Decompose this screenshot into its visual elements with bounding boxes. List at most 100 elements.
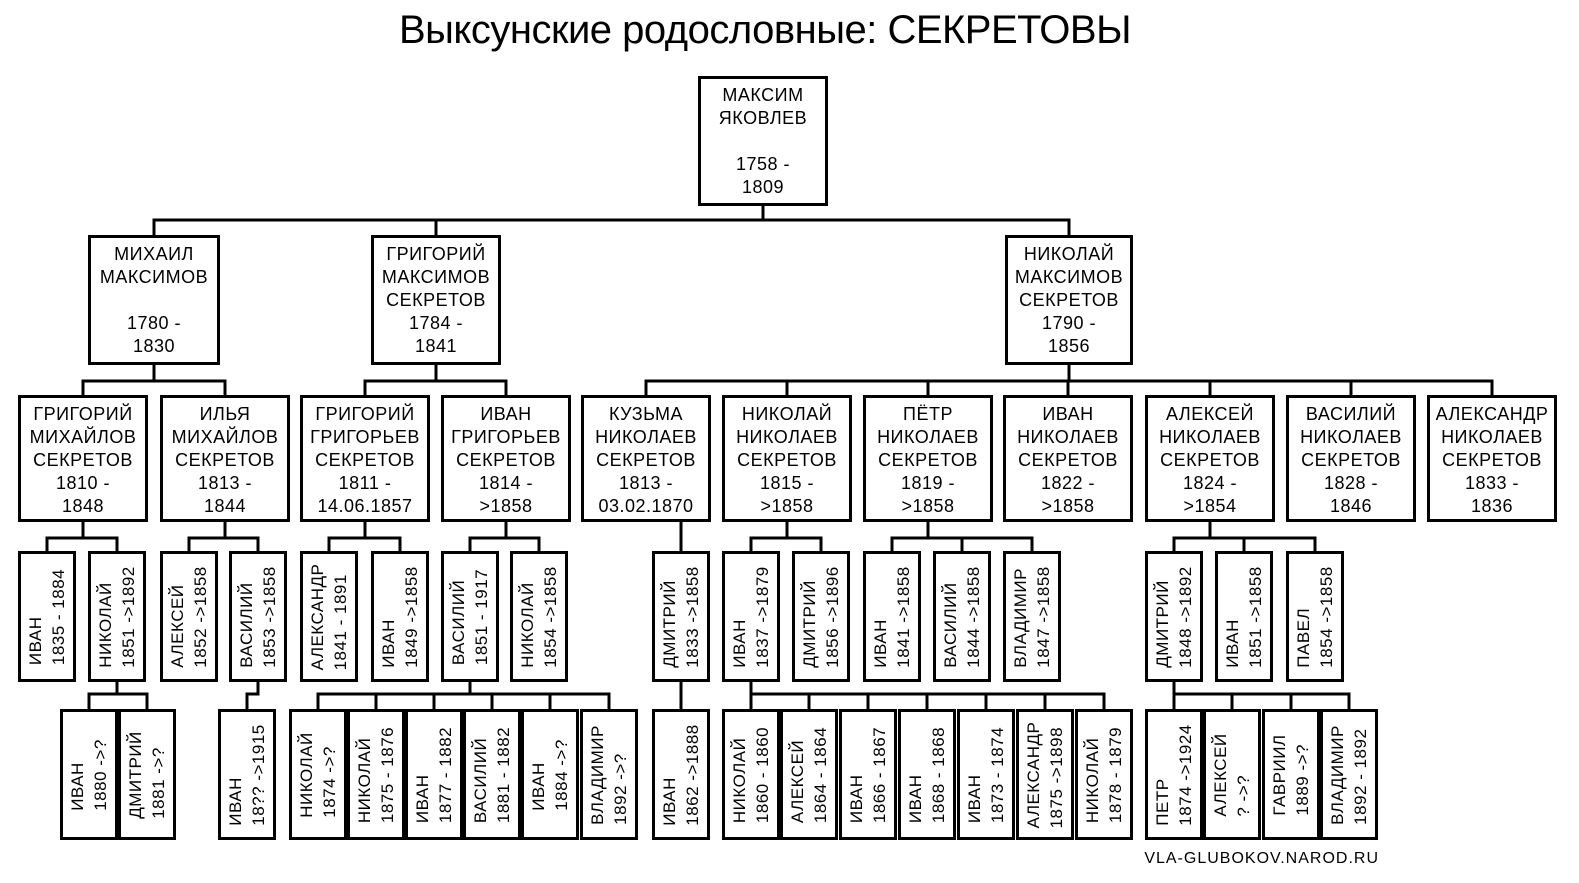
person-box-gen4: ИВАН 1866 - 1867: [839, 709, 897, 840]
person-box-gen2: КУЗЬМА НИКОЛАЕВ СЕКРЕТОВ 1813 - 03.02.18…: [581, 395, 711, 522]
person-box-gen4: ИВАН 1868 - 1868: [898, 709, 956, 840]
person-label: ГРИГОРИЙ МИХАЙЛОВ СЕКРЕТОВ 1810 - 1848: [29, 404, 137, 516]
person-box-gen4: ИВАН 1873 - 1874: [957, 709, 1015, 840]
person-label: ИВАН 1866 - 1867: [847, 726, 889, 823]
person-box-gen3: НИКОЛАЙ 1854 ->1858: [510, 551, 568, 682]
person-box-gen1: МИХАИЛ МАКСИМОВ 1780 - 1830: [88, 235, 220, 365]
person-box-gen2: НИКОЛАЙ НИКОЛАЕВ СЕКРЕТОВ 1815 - >1858: [722, 395, 852, 522]
diagram-title: Выксунские родословные: СЕКРЕТОВЫ: [398, 8, 1132, 52]
person-box-gen3: ВЛАДИМИР 1847 ->1858: [1003, 551, 1061, 682]
person-box-gen4: НИКОЛАЙ 1860 - 1860: [722, 709, 780, 840]
person-box-gen4: НИКОЛАЙ 1874 ->?: [289, 709, 347, 840]
person-label: ВАСИЛИЙ 1851 - 1917: [449, 568, 491, 665]
person-label: ПЁТР НИКОЛАЕВ СЕКРЕТОВ 1819 - >1858: [877, 404, 979, 516]
person-box-gen1: ГРИГОРИЙ МАКСИМОВ СЕКРЕТОВ 1784 - 1841: [371, 235, 501, 365]
person-box-gen4: ВЛАДИМИР 1892 - 1892: [1320, 709, 1378, 840]
person-label: НИКОЛАЙ 1878 - 1879: [1083, 726, 1125, 823]
person-label: ИВАН 1849 ->1858: [379, 565, 421, 668]
person-label: ИВАН 1837 ->1879: [730, 565, 772, 668]
person-box-gen3: ДМИТРИЙ 1833 ->1858: [652, 551, 710, 682]
person-label: ИЛЬЯ МИХАЙЛОВ СЕКРЕТОВ 1813 - 1844: [171, 404, 279, 516]
person-label: МАКСИМ ЯКОВЛЕВ 1758 - 1809: [718, 85, 808, 197]
person-label: ПАВЕЛ 1854 ->1858: [1294, 565, 1336, 668]
person-label: ИВАН 1880 ->?: [68, 738, 110, 811]
person-box-gen3: ИВАН 1837 ->1879: [722, 551, 780, 682]
person-label: ГРИГОРИЙ ГРИГОРЬЕВ СЕКРЕТОВ 1811 - 14.06…: [310, 404, 420, 516]
person-box-gen4: ПЕТР 1874 ->1924: [1145, 709, 1203, 840]
person-box-gen3: АЛЕКСЕЙ 1852 ->1858: [160, 551, 218, 682]
person-label: ИВАН 1884 ->?: [529, 738, 571, 811]
person-box-gen3: ВАСИЛИЙ 1851 - 1917: [441, 551, 499, 682]
person-label: ГРИГОРИЙ МАКСИМОВ СЕКРЕТОВ 1784 - 1841: [381, 244, 491, 356]
person-label: ДМИТРИЙ 1848 ->1892: [1153, 565, 1195, 668]
person-box-gen2: ПЁТР НИКОЛАЕВ СЕКРЕТОВ 1819 - >1858: [863, 395, 993, 522]
person-box-gen4: НИКОЛАЙ 1878 - 1879: [1075, 709, 1133, 840]
person-label: ВАСИЛИЙ 1881 - 1882: [471, 726, 513, 823]
person-label: ИВАН 1868 - 1868: [906, 726, 948, 823]
person-box-gen4: ВЛАДИМИР 1892 ->?: [580, 709, 638, 840]
person-box-gen3: ИВАН 1835 - 1884: [18, 551, 76, 682]
person-box-gen2: ГРИГОРИЙ МИХАЙЛОВ СЕКРЕТОВ 1810 - 1848: [18, 395, 148, 522]
person-box-gen4: АЛЕКСЕЙ ? ->?: [1203, 709, 1261, 840]
person-label: ИВАН ГРИГОРЬЕВ СЕКРЕТОВ 1814 - >1858: [451, 404, 561, 516]
person-box-gen4: ИВАН 1877 - 1882: [405, 709, 463, 840]
person-label: ПЕТР 1874 ->1924: [1153, 723, 1195, 826]
person-box-gen3: ИВАН 1849 ->1858: [371, 551, 429, 682]
person-label: ВЛАДИМИР 1847 ->1858: [1011, 565, 1053, 668]
person-box-gen4: ИВАН 1884 ->?: [521, 709, 579, 840]
person-box-gen3: ВАСИЛИЙ 1844 ->1858: [933, 551, 991, 682]
person-label: АЛЕКСАНДР 1875 ->1898: [1024, 721, 1066, 828]
person-label: ВАСИЛИЙ 1853 ->1858: [237, 565, 279, 668]
person-label: ИВАН 1877 - 1882: [413, 726, 455, 823]
person-label: НИКОЛАЙ 1851 ->1892: [96, 565, 138, 668]
person-box-gen2: ИВАН НИКОЛАЕВ СЕКРЕТОВ 1822 - >1858: [1003, 395, 1133, 522]
person-box-gen1: НИКОЛАЙ МАКСИМОВ СЕКРЕТОВ 1790 - 1856: [1005, 235, 1133, 365]
person-label: ИВАН 1873 - 1874: [965, 726, 1007, 823]
person-label: МИХАИЛ МАКСИМОВ 1780 - 1830: [99, 244, 209, 356]
person-label: ИВАН 1835 - 1884: [26, 568, 68, 665]
person-box-gen3: ИВАН 1841 ->1858: [863, 551, 921, 682]
person-box-gen4: АЛЕКСАНДР 1875 ->1898: [1016, 709, 1074, 840]
person-label: АЛЕКСЕЙ 1852 ->1858: [168, 565, 210, 668]
person-box-gen3: АЛЕКСАНДР 1841 - 1891: [300, 551, 358, 682]
person-label: АЛЕКСЕЙ ? ->?: [1211, 732, 1253, 817]
person-label: ДМИТРИЙ 1856 ->1896: [800, 565, 842, 668]
person-label: ДМИТРИЙ 1833 ->1858: [660, 565, 702, 668]
person-label: ГАВРИИЛ 1889 ->?: [1270, 733, 1312, 816]
person-label: ДМИТРИЙ 1881 ->?: [126, 730, 168, 819]
person-label: ВЛАДИМИР 1892 ->?: [588, 724, 630, 825]
person-label: НИКОЛАЙ НИКОЛАЕВ СЕКРЕТОВ 1815 - >1858: [736, 404, 838, 516]
person-box-gen4: ГАВРИИЛ 1889 ->?: [1262, 709, 1320, 840]
person-box-gen3: ИВАН 1851 ->1858: [1215, 551, 1273, 682]
person-label: НИКОЛАЙ МАКСИМОВ СЕКРЕТОВ 1790 - 1856: [1014, 244, 1124, 356]
person-label: ВАСИЛИЙ 1844 ->1858: [941, 565, 983, 668]
person-box-gen3: ДМИТРИЙ 1848 ->1892: [1145, 551, 1203, 682]
person-label: АЛЕКСЕЙ 1864 - 1864: [788, 726, 830, 823]
person-box-gen2: ИВАН ГРИГОРЬЕВ СЕКРЕТОВ 1814 - >1858: [441, 395, 571, 522]
person-box-gen2: АЛЕКСАНДР НИКОЛАЕВ СЕКРЕТОВ 1833 - 1836: [1427, 395, 1557, 522]
person-box-gen4: ДМИТРИЙ 1881 ->?: [118, 709, 176, 840]
person-box-gen2: ВАСИЛИЙ НИКОЛАЕВ СЕКРЕТОВ 1828 - 1846: [1286, 395, 1416, 522]
person-box-gen3: ВАСИЛИЙ 1853 ->1858: [229, 551, 287, 682]
person-label: АЛЕКСАНДР 1841 - 1891: [308, 563, 350, 670]
person-box-gen4: НИКОЛАЙ 1875 - 1876: [347, 709, 405, 840]
person-label: ИВАН 1851 ->1858: [1223, 565, 1265, 668]
person-box-gen0: МАКСИМ ЯКОВЛЕВ 1758 - 1809: [698, 76, 828, 206]
person-label: ИВАН 1862 ->1888: [660, 723, 702, 826]
person-box-gen2: АЛЕКСЕЙ НИКОЛАЕВ СЕКРЕТОВ 1824 - >1854: [1145, 395, 1275, 522]
person-label: НИКОЛАЙ 1854 ->1858: [518, 565, 560, 668]
person-label: КУЗЬМА НИКОЛАЕВ СЕКРЕТОВ 1813 - 03.02.18…: [595, 404, 697, 516]
person-label: АЛЕКСАНДР НИКОЛАЕВ СЕКРЕТОВ 1833 - 1836: [1435, 404, 1549, 516]
person-box-gen4: ИВАН 18?? ->1915: [218, 709, 276, 840]
person-box-gen4: АЛЕКСЕЙ 1864 - 1864: [780, 709, 838, 840]
site-footer: VLA-GLUBOKOV.NAROD.RU: [1144, 850, 1379, 867]
person-label: ВАСИЛИЙ НИКОЛАЕВ СЕКРЕТОВ 1828 - 1846: [1300, 404, 1402, 516]
person-label: НИКОЛАЙ 1874 ->?: [297, 731, 339, 818]
person-label: ИВАН 18?? ->1915: [226, 723, 268, 826]
person-box-gen3: ДМИТРИЙ 1856 ->1896: [792, 551, 850, 682]
person-box-gen3: ПАВЕЛ 1854 ->1858: [1286, 551, 1344, 682]
person-label: АЛЕКСЕЙ НИКОЛАЕВ СЕКРЕТОВ 1824 - >1854: [1159, 404, 1261, 516]
person-box-gen4: ИВАН 1880 ->?: [60, 709, 118, 840]
